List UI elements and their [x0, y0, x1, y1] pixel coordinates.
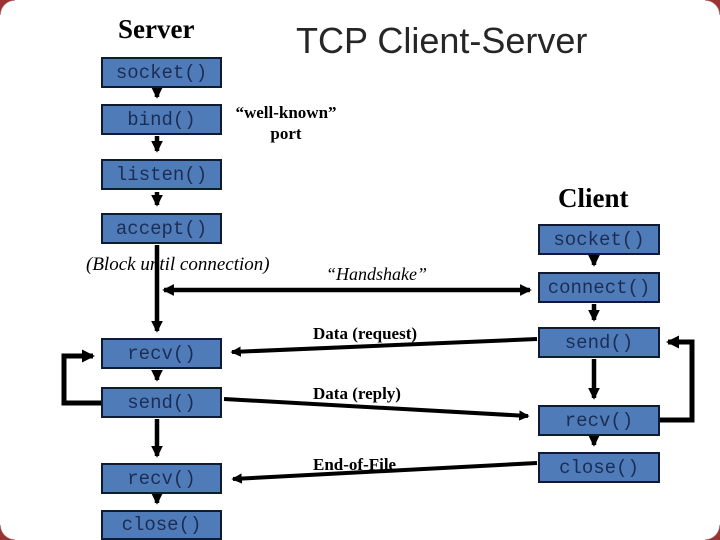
client-recv-label: recv() [564, 410, 634, 432]
server-listen-label: listen() [115, 164, 208, 186]
server-accept-label: accept() [115, 218, 208, 240]
client-socket-label: socket() [553, 229, 645, 251]
server-send-label: send() [127, 392, 196, 414]
client-close-label: close() [559, 457, 639, 479]
client-connect-box: connect() [538, 272, 660, 303]
server-recv-label: recv() [127, 343, 196, 365]
server-bind-label: bind() [127, 109, 196, 131]
corner-accent-bottom-left [0, 525, 15, 540]
client-connect-label: connect() [547, 277, 651, 299]
client-recv-box: recv() [538, 405, 660, 436]
server-close-label: close() [121, 514, 202, 536]
server-socket-label: socket() [115, 62, 208, 84]
client-heading: Client [558, 183, 629, 213]
data-reply-label: Data (reply) [313, 384, 401, 403]
server-heading: Server [118, 14, 195, 44]
block-until-connection-note: (Block until connection) [86, 254, 270, 275]
server-socket-box: socket() [101, 57, 222, 88]
client-send-label: send() [564, 332, 634, 354]
client-send-box: send() [538, 327, 660, 358]
client-socket-box: socket() [538, 224, 660, 255]
slide-title: TCP Client-Server [296, 20, 588, 61]
end-of-file-label: End-of-File [313, 455, 397, 474]
corner-accent-top-left [0, 0, 15, 15]
well-known-line: “well-known” [235, 103, 337, 122]
server-send-box: send() [101, 387, 222, 418]
server-accept-box: accept() [101, 213, 222, 244]
corner-accent-bottom-right [705, 525, 720, 540]
arrow-client-loop [660, 335, 695, 423]
server-listen-box: listen() [101, 159, 222, 190]
server-close-box: close() [101, 510, 222, 540]
server-recv2-label: recv() [127, 468, 196, 490]
server-recv2-box: recv() [101, 463, 222, 494]
port-line: port [270, 124, 302, 143]
arrow-server-loop [61, 349, 101, 406]
handshake-note: “Handshake” [326, 264, 428, 284]
server-bind-box: bind() [101, 104, 222, 135]
data-request-label: Data (request) [313, 324, 418, 343]
well-known-port-note: “well-known” port [225, 102, 347, 144]
corner-accent-top-right [705, 0, 720, 15]
server-recv-box: recv() [101, 338, 222, 369]
client-close-box: close() [538, 452, 660, 483]
